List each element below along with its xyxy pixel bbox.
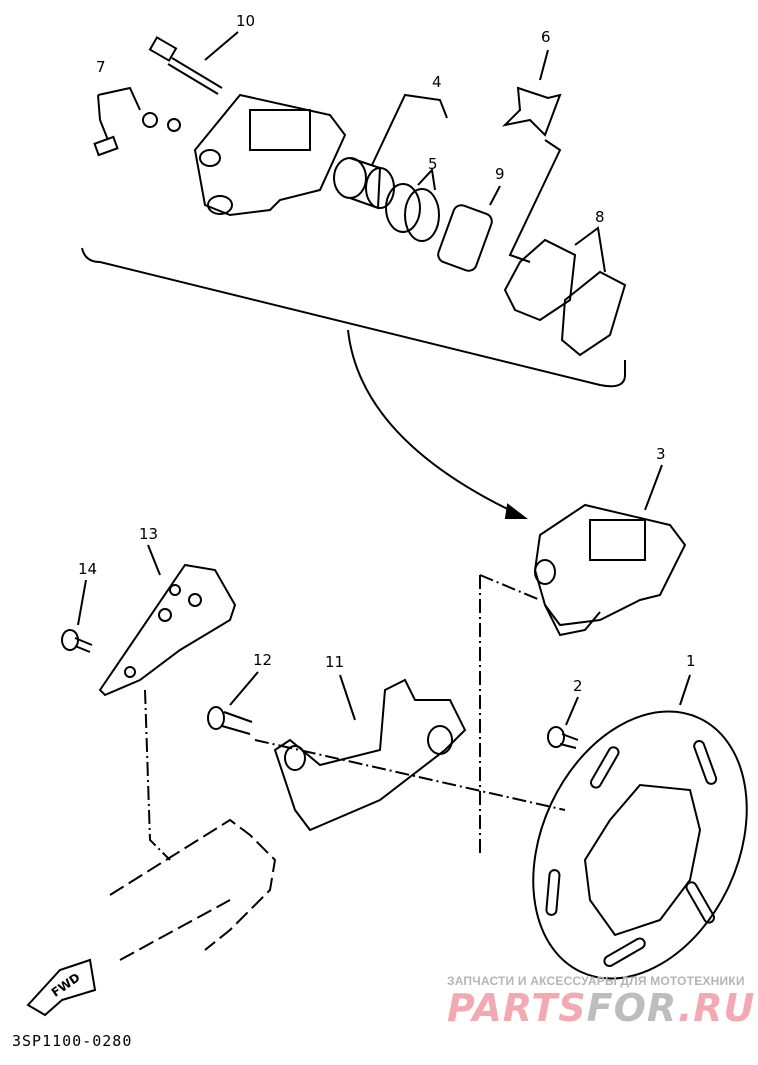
bleeder-screw-7 [93, 112, 181, 157]
callout-line-4 [371, 93, 448, 166]
callout-line-5 [417, 167, 436, 191]
caliper-assembly-3 [533, 503, 687, 637]
fwd-arrow [26, 958, 97, 1017]
arrow-head [504, 503, 528, 519]
arrow-curve [347, 329, 521, 516]
callout-5: 5 [428, 155, 438, 173]
slide-pin-10 [148, 36, 223, 95]
brake-disc-1 [532, 710, 748, 980]
callout-1: 1 [686, 652, 696, 670]
group-bracket [81, 247, 626, 388]
diagram-code: 3SP1100-0280 [12, 1032, 133, 1050]
callout-3: 3 [656, 445, 666, 463]
watermark-logo-part1: PARTS [447, 986, 587, 1030]
watermark-logo-part2: FOR [586, 986, 678, 1030]
callout-9: 9 [495, 165, 505, 183]
callout-2: 2 [573, 677, 583, 695]
callout-line-8 [574, 226, 606, 273]
callout-line-6 [508, 139, 562, 263]
bolt-12 [207, 706, 253, 735]
watermark-logo-part3: .RU [677, 986, 756, 1030]
callout-6: 6 [541, 28, 551, 46]
caliper-guard-13 [98, 563, 237, 697]
callout-7: 7 [96, 58, 106, 76]
pad-spring-6 [501, 86, 562, 137]
callout-8: 8 [595, 208, 605, 226]
callout-4: 4 [432, 73, 442, 91]
piston-4 [333, 157, 395, 210]
callout-10: 10 [236, 12, 256, 30]
callout-14: 14 [78, 560, 98, 578]
brake-pad-8b [560, 270, 627, 357]
callout-11: 11 [325, 653, 345, 671]
seal-5b [404, 188, 440, 242]
watermark-tagline: ЗАПЧАСТИ И АКСЕССУАРЫ ДЛЯ МОТОТЕХНИКИ [447, 974, 745, 988]
caliper-body-top [193, 93, 347, 217]
callout-13: 13 [139, 525, 159, 543]
seal-5a [385, 183, 421, 233]
brake-pad-8a [503, 238, 577, 322]
caliper-bracket-11 [273, 678, 467, 832]
watermark-logo: PARTSFOR.RU [447, 986, 755, 1030]
swingarm-outline [109, 818, 277, 961]
bolt-2 [547, 726, 579, 749]
bolt-14 [61, 629, 93, 653]
pad-insulator-9 [437, 204, 493, 272]
callout-12: 12 [253, 651, 273, 669]
